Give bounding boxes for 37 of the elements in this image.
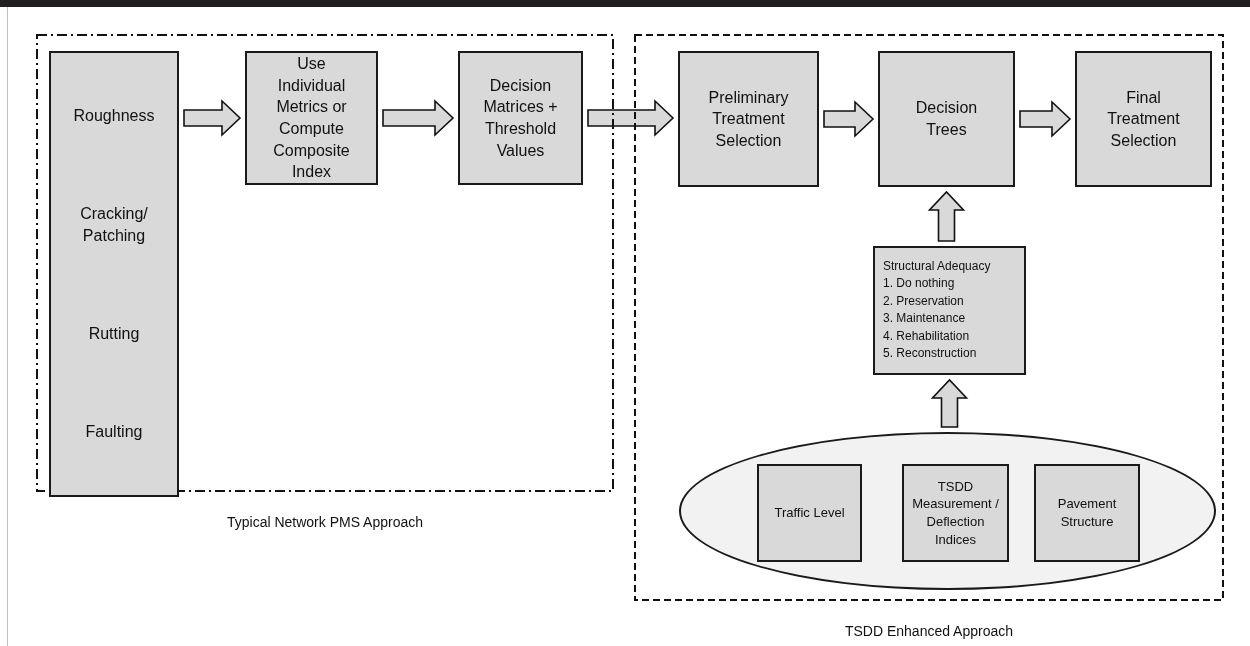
list-item: 5. Reconstruction — [883, 344, 978, 362]
process-box — [49, 51, 179, 497]
block-arrow — [930, 378, 969, 428]
box-text: Decision Trees — [914, 98, 979, 140]
process-box — [678, 51, 819, 187]
box-text: Roughness — [73, 106, 155, 127]
box-text: Decision Matrices + Threshold Values — [482, 75, 559, 161]
box-text: Faulting — [85, 422, 143, 443]
box-text: Preliminary Treatment Selection — [707, 87, 790, 151]
block-arrow — [823, 100, 875, 138]
box-text: Use Individual Metrics or Compute Composite Index — [272, 54, 351, 183]
list-item: 2. Preservation — [883, 292, 965, 310]
process-box — [902, 464, 1009, 562]
box-text: Cracking/ Patching — [79, 204, 149, 246]
list-item: 3. Maintenance — [883, 310, 967, 328]
block-arrow — [183, 99, 242, 137]
box-text: Pavement Structure — [1056, 495, 1118, 531]
list-heading: Structural Adequacy — [883, 258, 992, 275]
box-text: Final Treatment Selection — [1106, 87, 1181, 151]
process-box — [458, 51, 583, 185]
process-box — [757, 464, 862, 562]
group-title: Typical Network PMS Approach — [225, 514, 425, 530]
block-arrow — [927, 190, 966, 242]
list-item: 1. Do nothing — [883, 275, 956, 293]
block-arrow — [587, 99, 675, 137]
process-box — [1075, 51, 1212, 187]
block-arrow — [382, 99, 455, 137]
process-box — [878, 51, 1015, 187]
block-arrow — [1019, 100, 1072, 138]
list-box — [873, 246, 1026, 375]
box-text: Traffic Level — [774, 504, 845, 522]
process-box — [245, 51, 378, 185]
box-text: TSDD Measurement / Deflection Indices — [911, 477, 1000, 549]
list-item: 4. Rehabilitation — [883, 327, 971, 345]
box-text: Rutting — [88, 324, 140, 345]
process-box — [1034, 464, 1140, 562]
group-title: TSDD Enhanced Approach — [843, 623, 1015, 639]
